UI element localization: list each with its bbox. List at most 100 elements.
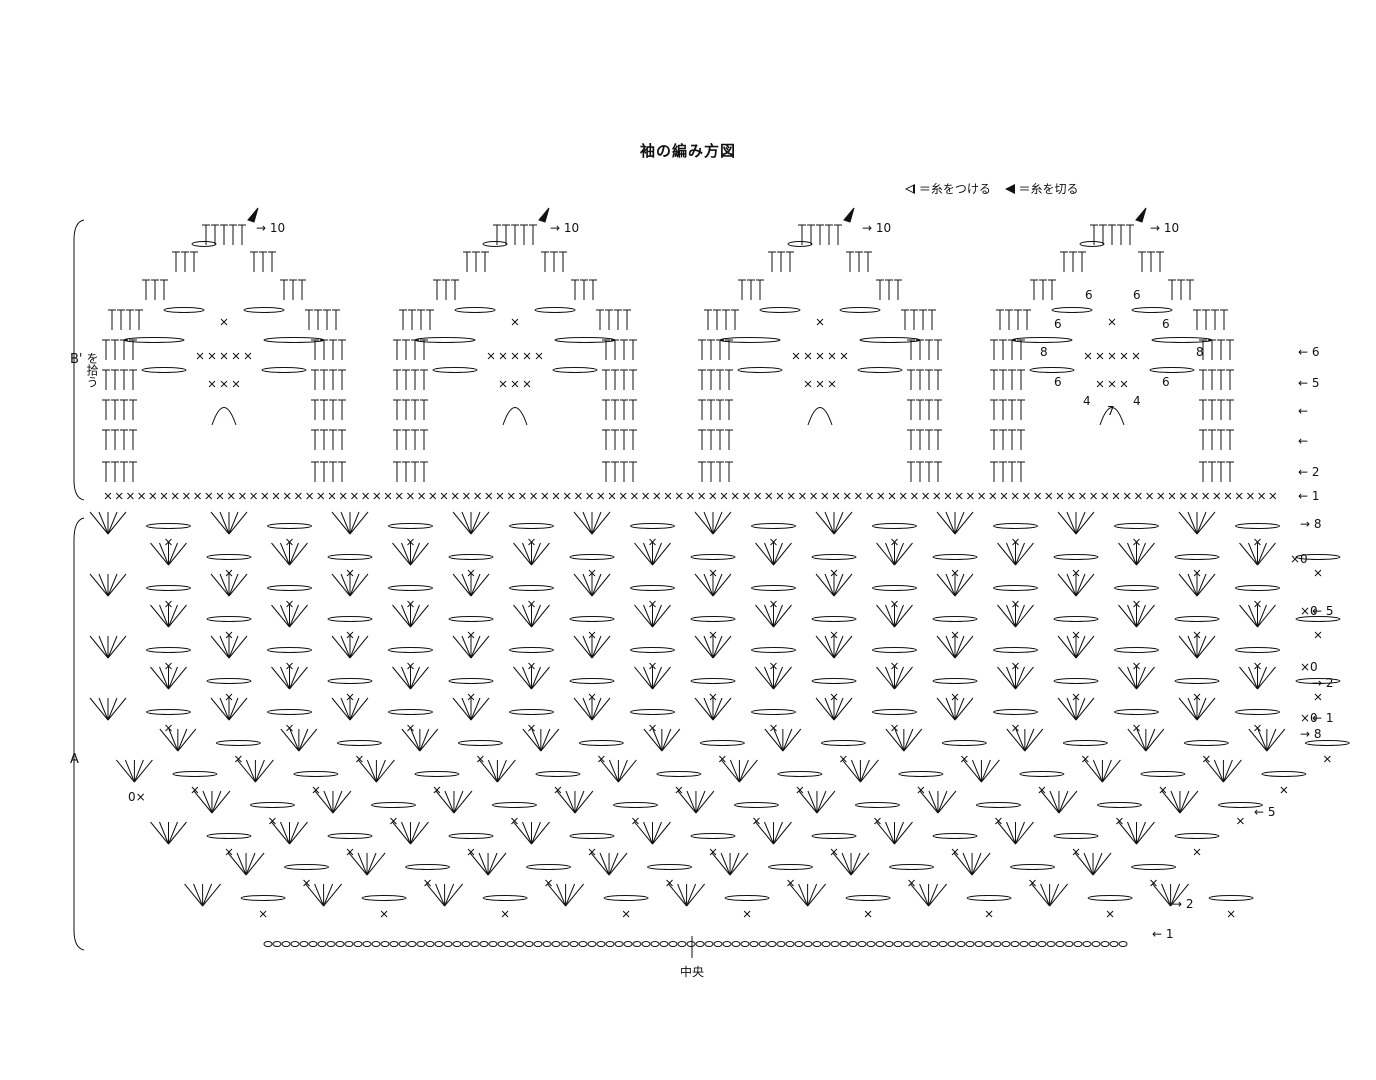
foundation-sc-108-b <box>104 492 112 500</box>
fan-sc-b <box>286 538 293 546</box>
m2-chain-c <box>719 337 781 343</box>
fan-stem--1 <box>461 511 472 535</box>
fan-stem-2 <box>1075 573 1095 597</box>
fan-stem--1 <box>1213 759 1224 783</box>
fan-chain <box>388 709 433 715</box>
fan-stem--2 <box>1239 666 1258 690</box>
fan-r10-895 <box>876 821 978 856</box>
fan-sc-b <box>908 879 915 887</box>
fan-stem-2 <box>245 852 265 876</box>
fan-stem-1 <box>228 697 239 721</box>
fan-stem-1 <box>349 697 360 721</box>
foundation-sc-825-b <box>821 492 829 500</box>
fan-chain <box>1183 740 1229 746</box>
fan-stem-1 <box>496 759 507 783</box>
fan-stem-1 <box>419 728 430 752</box>
fan-stem-2 <box>332 790 352 814</box>
fan-stem-2 <box>298 728 318 752</box>
fan-stem-2 <box>954 635 974 659</box>
base-chain-682 <box>677 941 687 947</box>
fan-stem--1 <box>280 542 290 566</box>
fan-stem--1 <box>98 511 109 535</box>
m0-chain-b <box>243 307 285 313</box>
fan-stem--2 <box>1006 728 1026 752</box>
fan-stem-1 <box>1136 666 1146 690</box>
fan-r4-229 <box>210 635 312 670</box>
m3-sc-mid-0-b <box>1108 352 1116 360</box>
base-chain-502 <box>497 941 507 947</box>
fan-stem--2 <box>694 635 714 659</box>
fan-stem--2 <box>150 666 169 690</box>
fan-chain <box>777 771 823 777</box>
fan-chain <box>1019 771 1065 777</box>
m3-sc-mid--2-b <box>1084 352 1092 360</box>
fan-stem-1 <box>833 511 844 535</box>
fan-r4-592 <box>573 635 675 670</box>
row-label-a-1: ← 1 <box>1152 927 1174 941</box>
edge-mark-3: ×0 <box>1300 660 1318 674</box>
fan-stem-1 <box>1145 728 1156 752</box>
fan-sc-b <box>709 848 717 856</box>
fan-sc-b <box>1193 693 1201 701</box>
fan-stem--2 <box>452 573 472 597</box>
fan-stem-2 <box>773 666 792 690</box>
fan-chain <box>569 833 615 839</box>
fan-r12-1050 <box>1031 883 1133 918</box>
fan-stem--1 <box>582 635 593 659</box>
base-chain-934 <box>929 941 939 947</box>
fan-stem-1 <box>1136 604 1146 628</box>
fan-chain <box>630 709 675 715</box>
fan-chain <box>1208 895 1254 901</box>
fan-stem--1 <box>98 573 109 597</box>
base-chain-862 <box>857 941 867 947</box>
fan-sc-b <box>891 538 898 546</box>
foundation-sc-881-b <box>877 492 885 500</box>
fan-stem--2 <box>600 759 619 783</box>
fan-stem-2 <box>168 666 187 690</box>
fan-stem-1 <box>410 666 420 690</box>
fan-stem-1 <box>729 852 740 876</box>
m2-sc-mid-0-b <box>816 352 824 360</box>
fan-stem-2 <box>228 635 248 659</box>
base-chain-943 <box>938 941 948 947</box>
fan-sc-b <box>666 879 673 887</box>
foundation-sc-746-b <box>743 492 750 500</box>
foundation-sc-735-b <box>731 492 739 500</box>
fan-chain <box>206 833 252 839</box>
fan-stem--1 <box>202 790 213 814</box>
m2-sc-mid-2-b <box>840 352 848 360</box>
base-chain-412 <box>407 941 417 947</box>
fan-stem--1 <box>1083 852 1094 876</box>
fan-r12-808 <box>789 883 891 918</box>
fan-sc-b <box>1237 817 1244 825</box>
fan-sc-b <box>346 693 354 701</box>
fan-stem--2 <box>997 604 1016 628</box>
fan-stem--1 <box>159 604 169 628</box>
fan-stem--2 <box>832 852 852 876</box>
fan-stem--1 <box>582 697 593 721</box>
fan-stem--1 <box>340 573 351 597</box>
foundation-sc-702-b <box>698 492 705 500</box>
fan-stem-2 <box>1015 821 1034 845</box>
fan-chain <box>448 554 494 560</box>
fan-stem--2 <box>677 790 697 814</box>
fan-chain <box>699 740 745 746</box>
fan-stem--1 <box>1187 697 1198 721</box>
fan-r9-817 <box>798 790 900 825</box>
fan-chain <box>898 771 944 777</box>
fan-chain <box>1053 678 1099 684</box>
fan-stem--1 <box>945 511 956 535</box>
foundation-sc-1138-b <box>1135 492 1142 500</box>
fan-chain <box>388 585 433 591</box>
fan-stem--2 <box>1040 790 1060 814</box>
fan-chain <box>811 616 857 622</box>
fan-sc-b <box>1314 693 1322 701</box>
fan-sc-b <box>165 538 172 546</box>
fan-stem--1 <box>522 604 532 628</box>
fan-stem-1 <box>410 821 420 845</box>
fan-r11-730 <box>711 852 814 887</box>
fan-stem--1 <box>807 790 818 814</box>
fan-sc-b <box>501 910 509 918</box>
fan-r5-895 <box>876 666 978 701</box>
fan-stem-1 <box>202 883 213 907</box>
